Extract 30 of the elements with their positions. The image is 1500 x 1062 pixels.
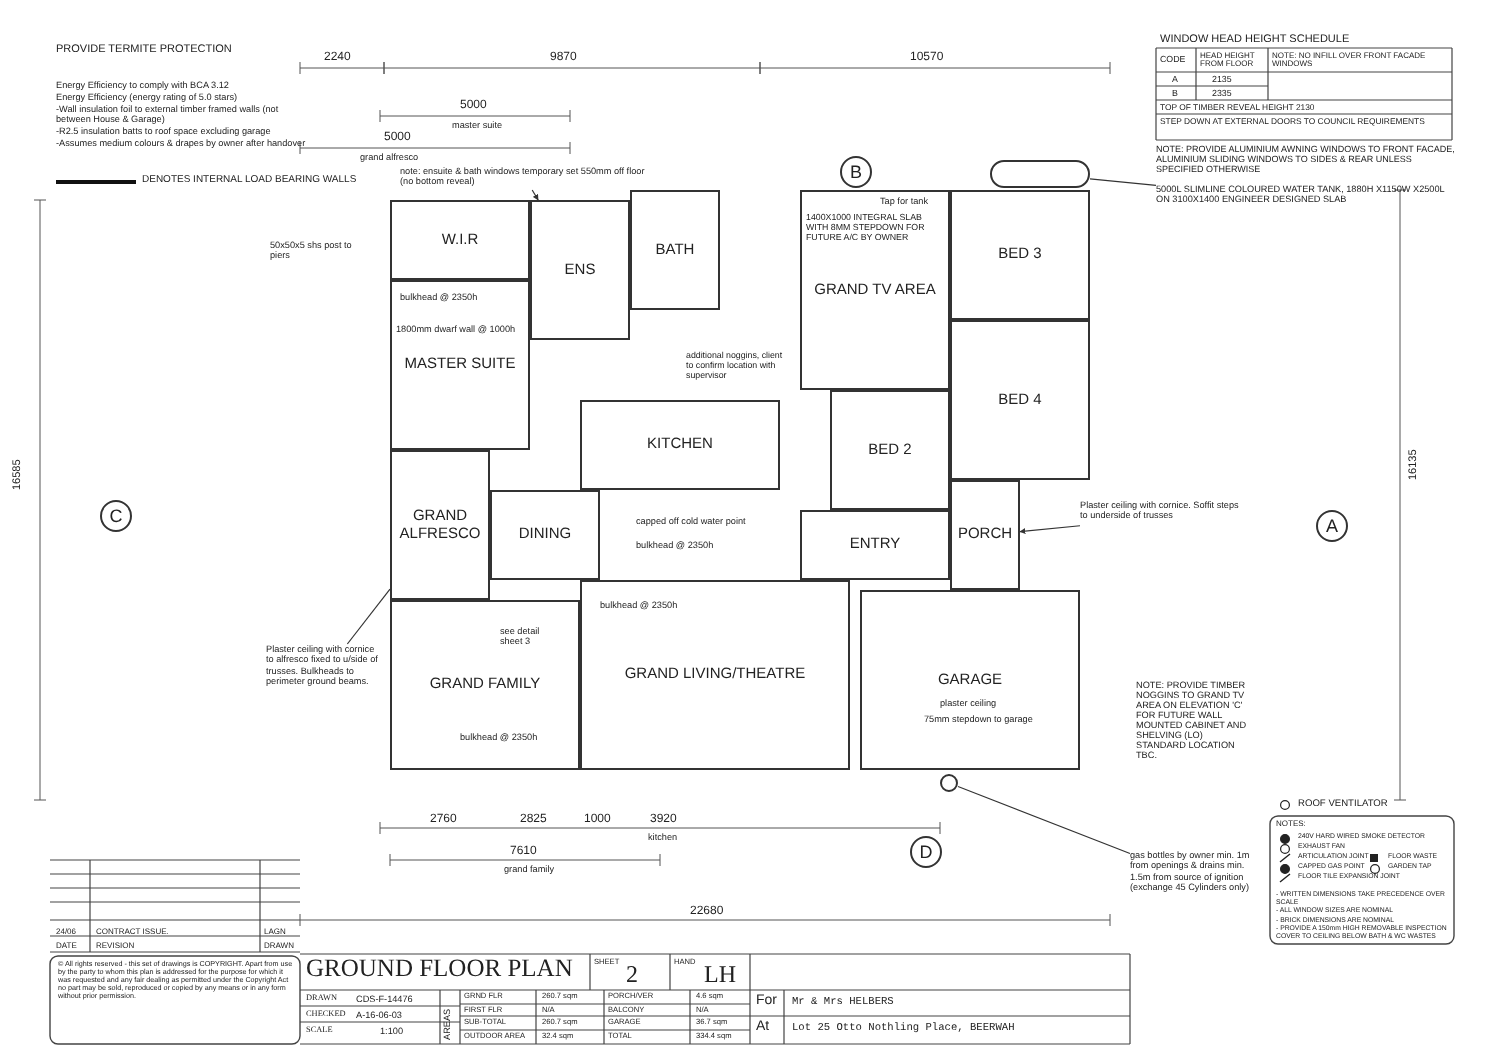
room-outline	[390, 200, 530, 280]
elevation-marker: A	[1316, 510, 1348, 542]
room-outline	[950, 190, 1090, 320]
room-outline	[390, 600, 580, 770]
room-outline	[800, 510, 950, 580]
room-outline	[950, 480, 1020, 590]
leader-line	[346, 588, 391, 645]
water-tank-outline	[990, 160, 1090, 188]
gas-bottle-outline	[940, 774, 958, 792]
room-outline	[390, 450, 490, 600]
elevation-marker: C	[100, 500, 132, 532]
leader-line	[1019, 525, 1081, 535]
sheet-number: 2	[626, 962, 638, 989]
leader-line	[1089, 178, 1157, 186]
room-outline	[580, 580, 850, 770]
room-outline	[950, 320, 1090, 480]
room-outline	[390, 280, 530, 450]
room-outline	[580, 400, 780, 490]
room-outline	[530, 200, 630, 340]
room-outline	[830, 390, 950, 510]
leader-line	[531, 189, 539, 201]
table-cell: LH	[704, 962, 736, 989]
leader-line	[957, 785, 1131, 855]
room-outline	[490, 490, 600, 580]
drawing-title: GROUND FLOOR PLAN	[306, 956, 573, 984]
room-outline	[630, 190, 720, 310]
elevation-marker: B	[840, 156, 872, 188]
room-outline	[860, 590, 1080, 770]
elevation-marker: D	[910, 836, 942, 868]
room-outline	[800, 190, 950, 390]
